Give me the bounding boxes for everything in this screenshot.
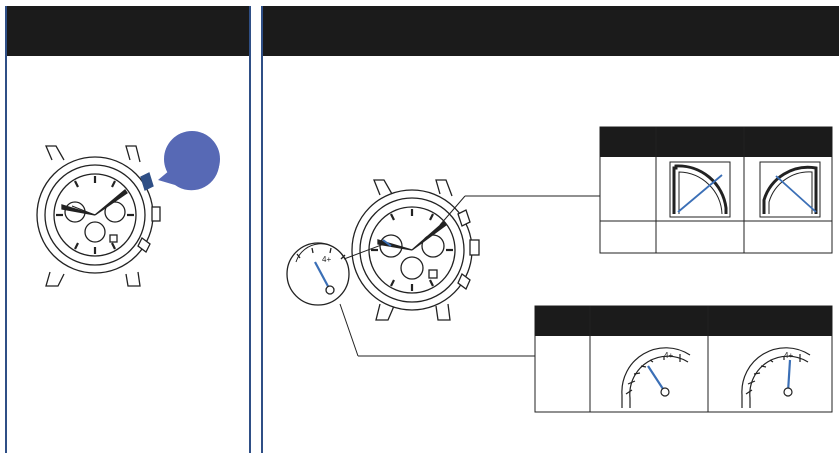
dial-top-left — [669, 161, 731, 218]
magnifier-tick-label: 4+ — [322, 255, 331, 264]
leader-line-top — [439, 195, 600, 226]
right-watch-illustration — [351, 179, 480, 321]
pusher-callout — [158, 131, 220, 191]
dial-bottom-right-label: 4+ — [784, 351, 793, 360]
subdial-magnifier — [286, 242, 590, 357]
left-panel-header — [7, 6, 249, 56]
dial-top-right — [759, 161, 821, 218]
table-top — [599, 126, 833, 254]
right-panel-header — [263, 6, 839, 56]
dial-bottom-left — [621, 347, 691, 408]
dial-bottom-left-label: 4+ — [664, 351, 673, 360]
table-bottom — [534, 305, 833, 413]
left-watch-illustration — [36, 145, 161, 287]
dial-bottom-right — [741, 347, 811, 408]
